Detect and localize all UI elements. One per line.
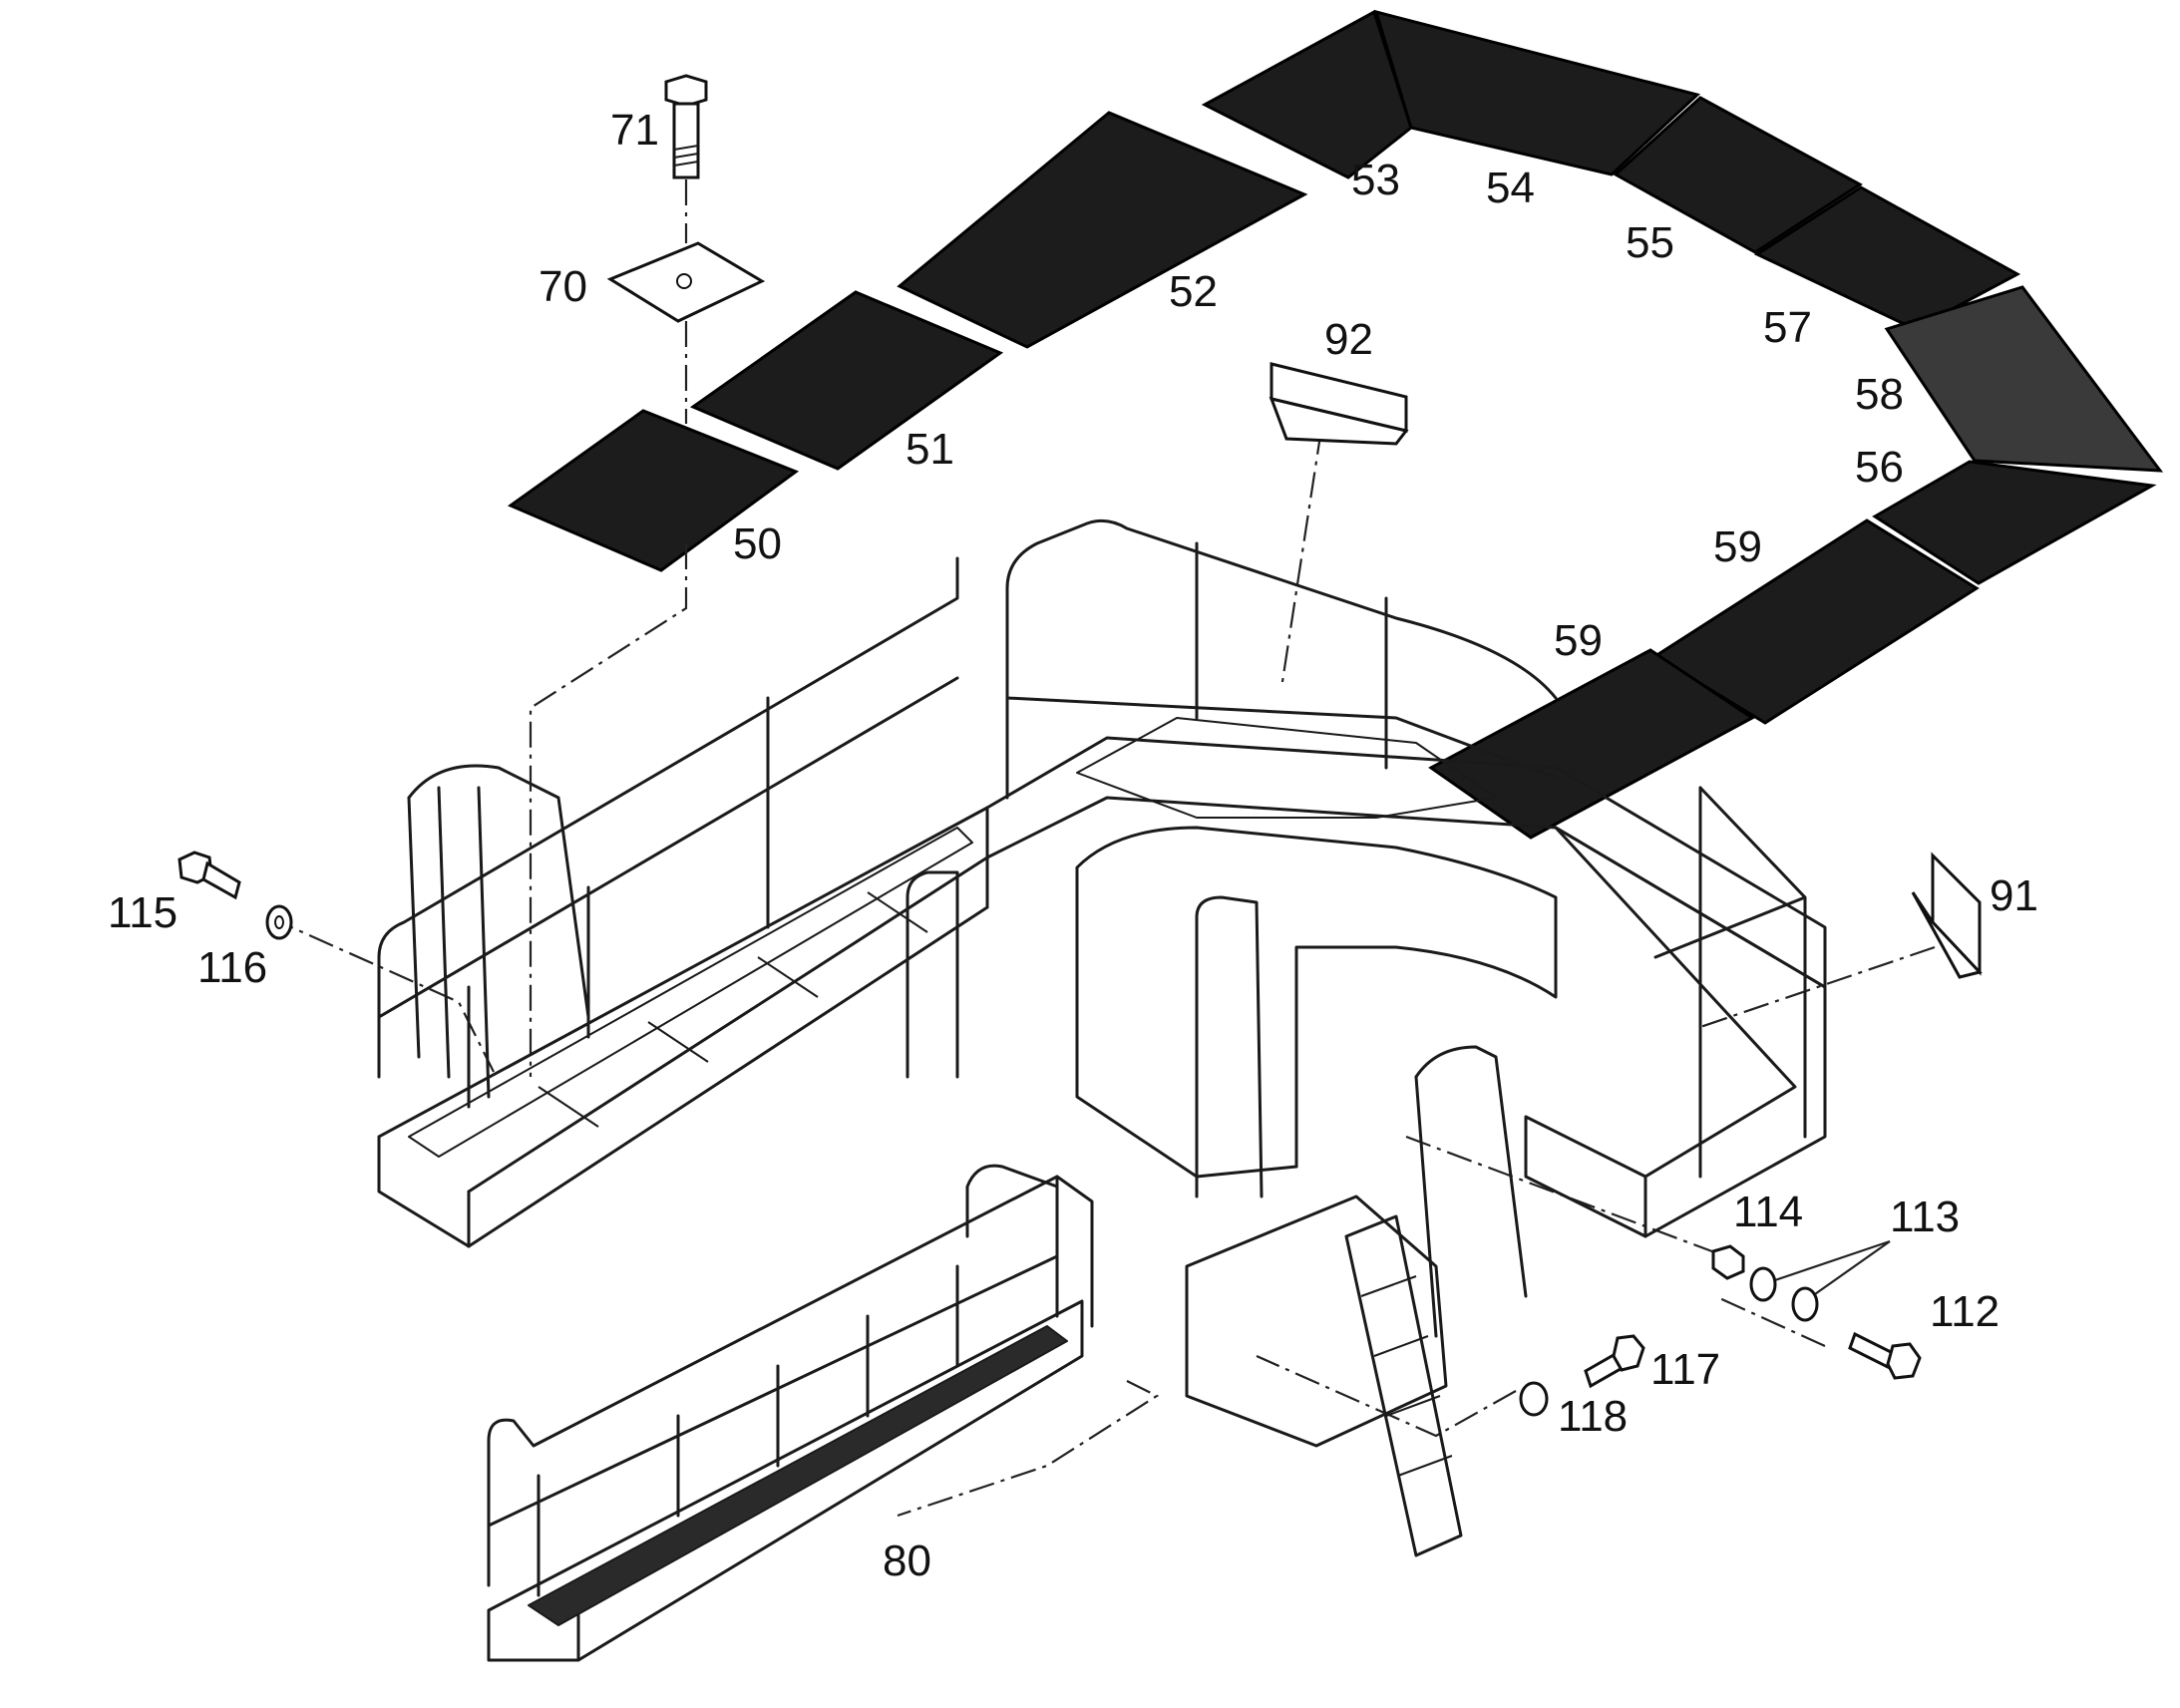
callout-50: 50 bbox=[733, 519, 782, 568]
callout-51: 51 bbox=[906, 425, 954, 474]
grating-panel-59-lower[interactable] bbox=[1428, 648, 1755, 840]
callout-116: 116 bbox=[197, 943, 267, 992]
bolt-71[interactable] bbox=[664, 74, 708, 179]
washer-116[interactable] bbox=[265, 904, 293, 940]
callout-117: 117 bbox=[1650, 1345, 1720, 1394]
grating-panel-54[interactable] bbox=[1373, 9, 1701, 176]
callout-labels: 71 70 50 51 52 53 54 55 57 58 56 59 59 9… bbox=[108, 106, 2038, 1585]
grating-panel-53[interactable] bbox=[1201, 9, 1413, 179]
callout-59-upper: 59 bbox=[1713, 522, 1762, 571]
walkway-80[interactable] bbox=[487, 1164, 1094, 1662]
callout-54: 54 bbox=[1486, 164, 1535, 212]
grating-panel-50[interactable] bbox=[507, 409, 800, 572]
bracket-91[interactable] bbox=[1911, 852, 1983, 979]
main-platform-frame bbox=[377, 717, 1827, 1557]
grating-panel-52[interactable] bbox=[897, 111, 1308, 349]
callout-71: 71 bbox=[610, 106, 659, 155]
washer-118[interactable] bbox=[1519, 1381, 1549, 1417]
callout-56: 56 bbox=[1855, 443, 1904, 492]
washer-113-a[interactable] bbox=[1749, 1266, 1777, 1302]
grating-panel-55[interactable] bbox=[1613, 96, 1863, 254]
leader-lines bbox=[268, 179, 1936, 1518]
callout-92: 92 bbox=[1324, 315, 1373, 364]
nut-114[interactable] bbox=[1711, 1244, 1745, 1280]
callout-57: 57 bbox=[1763, 303, 1812, 352]
callout-115: 115 bbox=[108, 888, 178, 937]
callout-91: 91 bbox=[1990, 871, 2038, 920]
callout-59-lower: 59 bbox=[1554, 616, 1603, 665]
callout-80: 80 bbox=[883, 1537, 931, 1585]
callout-113: 113 bbox=[1890, 1193, 1960, 1241]
grating-panel-57[interactable] bbox=[1753, 185, 2021, 331]
washer-116-hole bbox=[274, 915, 284, 929]
handrails bbox=[377, 518, 1807, 1338]
callout-114: 114 bbox=[1733, 1188, 1803, 1236]
washer-113-b[interactable] bbox=[1791, 1286, 1819, 1322]
bolt-112[interactable] bbox=[1848, 1331, 1922, 1380]
grating-panel-56[interactable] bbox=[1872, 460, 2157, 585]
bolt-117[interactable] bbox=[1584, 1334, 1645, 1389]
grating-panel-51[interactable] bbox=[689, 290, 1004, 471]
grating-panels bbox=[507, 9, 2164, 840]
grating-panel-58[interactable] bbox=[1884, 285, 2164, 473]
plate-70-hole bbox=[676, 273, 692, 289]
callout-118: 118 bbox=[1558, 1392, 1628, 1441]
callout-52: 52 bbox=[1169, 267, 1218, 316]
callout-70: 70 bbox=[539, 262, 587, 311]
callout-58: 58 bbox=[1855, 370, 1904, 419]
callout-112: 112 bbox=[1930, 1287, 1999, 1336]
bracket-92[interactable] bbox=[1269, 362, 1409, 446]
plate-70[interactable] bbox=[606, 241, 766, 323]
callout-53: 53 bbox=[1351, 156, 1400, 204]
bolt-115[interactable] bbox=[178, 851, 241, 900]
callout-55: 55 bbox=[1626, 218, 1674, 267]
